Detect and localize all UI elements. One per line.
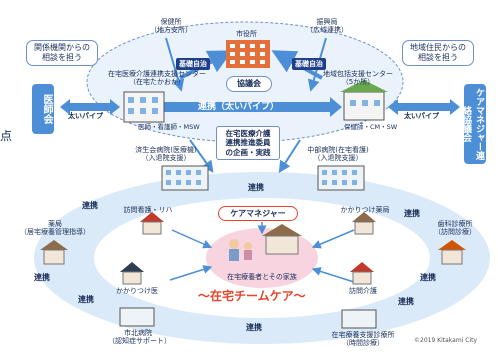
house-nursing bbox=[140, 212, 164, 235]
care-manager-box: ケアマネジャー bbox=[218, 206, 298, 221]
city-hall-building bbox=[226, 40, 270, 68]
house-north-hospital bbox=[119, 307, 155, 327]
city-hall-label: 市役所 bbox=[236, 30, 257, 38]
left-center-label: 在宅医療介護連携支援センター（在宅たかおか） bbox=[108, 70, 206, 87]
hospital-central-building bbox=[317, 165, 365, 191]
nursing-facility-label: 訪問看護・リハ bbox=[123, 206, 173, 214]
pipe-left-arrow bbox=[60, 99, 120, 115]
house-east-clinic bbox=[341, 309, 377, 329]
renkei-label-2: 連携 bbox=[248, 183, 264, 192]
left-center-building bbox=[123, 91, 165, 123]
pipe-center-arrow bbox=[146, 97, 342, 117]
renkei-label-3: 連携 bbox=[404, 209, 420, 218]
council-box: 協議会 bbox=[226, 76, 272, 92]
pharmacy-left-label: 薬局（居宅療養管理指導） bbox=[20, 220, 90, 237]
house-doctor bbox=[120, 262, 144, 285]
home-nursing-label: 訪問介護 bbox=[349, 287, 377, 295]
pipe-center-label: 連携（太いパイプ） bbox=[198, 102, 280, 112]
pipe-right-label: 太いパイプ bbox=[404, 112, 439, 120]
right-staff-label: 保健師・CM・SW bbox=[344, 123, 398, 131]
arrow-inner-3 bbox=[169, 265, 213, 281]
left-consult-box: 関係機関からの相談を担う bbox=[26, 40, 98, 66]
hokenjo-label: 保健所（地方支所） bbox=[150, 18, 192, 35]
left-staff-label: 医師・看護師・MSW bbox=[138, 123, 200, 131]
kantoku-left-badge: 基礎自治 bbox=[176, 58, 210, 70]
hospital-central-label: 中部病院(在宅看護)（入退院支援） bbox=[307, 146, 369, 163]
right-center-building bbox=[340, 80, 388, 121]
renkei-label-5: 連携 bbox=[420, 273, 436, 282]
arrow-inner-4 bbox=[311, 267, 355, 283]
renkei-label-6: 連携 bbox=[78, 295, 94, 304]
renkei-label-1: 連携 bbox=[82, 201, 98, 210]
house-pharmacy-left bbox=[40, 240, 68, 265]
hospital-south-building bbox=[161, 165, 209, 191]
right-center-label: 地域包括支援センター（5か所） bbox=[323, 70, 393, 87]
north-hospital-label: 市北病院（認知症サポート） bbox=[108, 329, 171, 346]
family-doctor-label: かかりつけ医 bbox=[115, 287, 159, 295]
ishikai-box: 医師会 bbox=[32, 84, 54, 134]
arrow-inner-2 bbox=[311, 229, 355, 249]
patient-house bbox=[229, 224, 302, 261]
renkei-label-8: 連携 bbox=[398, 297, 414, 306]
renkei-label-7: 連携 bbox=[246, 323, 262, 332]
house-dental bbox=[438, 240, 466, 265]
plan-box: 在宅医療介護連携推進委員の企画・実践 bbox=[216, 126, 280, 160]
dental-label: 歯科診療所（訪問診療） bbox=[434, 220, 476, 237]
house-home-nursing bbox=[350, 262, 374, 285]
shinkoukyoku-label: 振興局（広域連携） bbox=[306, 18, 348, 35]
patient-family-label: 在宅療養者とその家族 bbox=[227, 273, 297, 281]
right-consult-box: 地域住民からの相談を担う bbox=[402, 40, 474, 66]
home-pharmacy-label: かかりつけ薬局 bbox=[340, 206, 390, 214]
team-care-title: ～在宅チームケア～ bbox=[198, 289, 306, 303]
pipe-left-label: 太いパイプ bbox=[68, 112, 103, 120]
caremanager-assoc-box: ケアマネジャー連絡協議会 bbox=[461, 84, 486, 164]
renkei-label-4: 連携 bbox=[34, 273, 50, 282]
arrow-inner-1 bbox=[171, 229, 213, 249]
arrow-hokenjo bbox=[165, 37, 185, 92]
copyright: ©2019 Kitakami City bbox=[414, 337, 478, 344]
hospital-south-label: 済生会病院(医療機)（入退院支援） bbox=[135, 146, 197, 163]
kantoku-right-badge: 基礎自治 bbox=[292, 58, 326, 70]
house-pharmacy bbox=[352, 212, 376, 235]
left-edge-char: 点 bbox=[0, 129, 13, 143]
pipe-right-arrow bbox=[388, 99, 460, 115]
arrow-down-left bbox=[189, 139, 214, 173]
arrow-down-right bbox=[278, 139, 301, 174]
east-clinic-label: 在宅療養支援診療所（時間診療） bbox=[331, 331, 395, 348]
